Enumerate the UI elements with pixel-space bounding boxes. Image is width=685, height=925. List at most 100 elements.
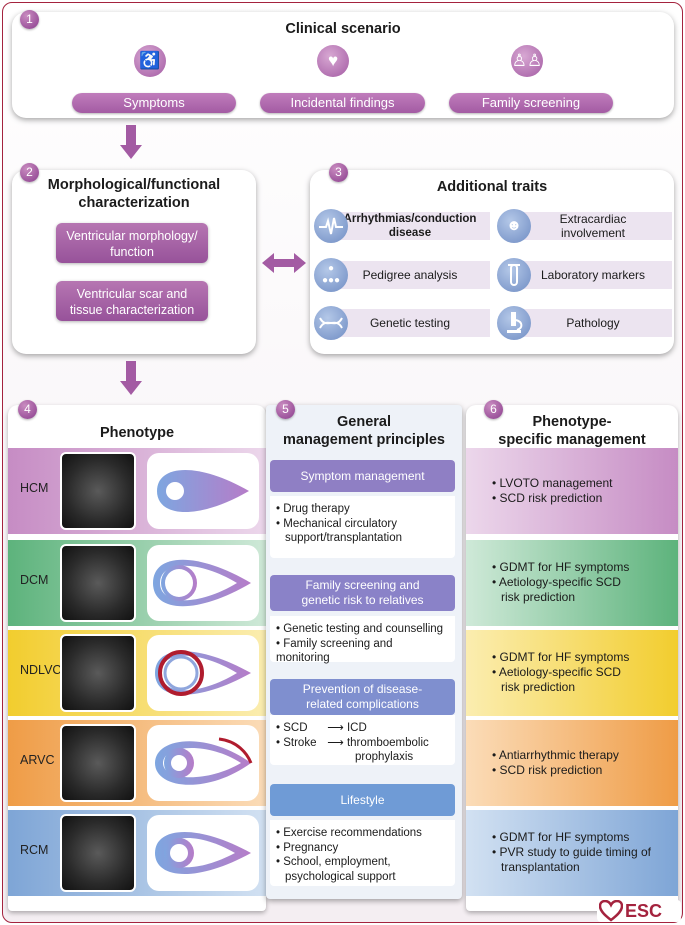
heart-diagram-rcm xyxy=(147,815,259,891)
right-arrow-icon: ⟶ xyxy=(327,736,344,749)
bullet-drug-therapy: • Drug therapy xyxy=(276,503,350,515)
mri-image-hcm xyxy=(60,452,136,530)
trait-extracardiac-line2: involvement xyxy=(560,226,626,240)
trait-genetic: Genetic testing xyxy=(330,309,490,337)
trait-arrhythmias-line2: disease xyxy=(388,227,432,239)
phenotype-label-hcm: HCM xyxy=(20,481,49,495)
family-icon: ♙♙ xyxy=(511,45,543,77)
ventricular-scar-box: Ventricular scar and tissue characteriza… xyxy=(56,281,208,321)
ecg-icon xyxy=(314,209,348,243)
bullet-psychological: psychological support xyxy=(285,870,396,883)
phenotype-title: Phenotype xyxy=(99,425,175,441)
trait-arrhythmias-line1: Arrhythmias/conduction xyxy=(343,213,477,225)
specific-ndlvc-item-3: risk prediction xyxy=(501,680,576,694)
phenotype-row-arvc: ARVC xyxy=(8,720,266,806)
right-arrow-icon: ⟶ xyxy=(327,722,344,734)
bullet-family-screening: • Family screening and monitoring xyxy=(276,637,393,665)
specific-row-rcm: • GDMT for HF symptoms • PVR study to gu… xyxy=(466,810,678,896)
trait-pedigree-label: Pedigree analysis xyxy=(362,268,458,282)
ventricular-scar-line2: tissue characterization xyxy=(69,303,195,317)
clinical-scenario-title: Clinical scenario xyxy=(285,21,401,37)
specific-hcm-item-2: • SCD risk prediction xyxy=(492,491,603,505)
symptom-management-header: Symptom management xyxy=(270,460,455,492)
arrow-down-1-shaft xyxy=(126,125,136,145)
panel-number-5: 5 xyxy=(276,400,295,419)
trait-laboratory: Laboratory markers xyxy=(514,261,672,289)
phenotype-specific-title-line1: Phenotype- xyxy=(532,414,612,430)
bullet-school: • School, employment, xyxy=(276,856,391,868)
trait-pathology: Pathology xyxy=(514,309,672,337)
trait-extracardiac: Extracardiac involvement xyxy=(514,212,672,240)
specific-rcm-list: • GDMT for HF symptoms • PVR study to gu… xyxy=(492,830,651,875)
phenotype-label-rcm: RCM xyxy=(20,843,49,857)
panel-number-4: 4 xyxy=(18,400,37,419)
double-arrow xyxy=(262,253,306,273)
mri-image-dcm xyxy=(60,544,136,622)
phenotype-label-ndlvc: NDLVC xyxy=(20,663,62,677)
prevention-row-stroke: • Stroke⟶ thromboembolic xyxy=(276,736,429,749)
morphological-title-line2: characterization xyxy=(78,195,190,211)
family-screening-body: • Genetic testing and counselling • Fami… xyxy=(270,616,455,664)
specific-hcm-item-1: • LVOTO management xyxy=(492,476,613,490)
incidental-findings-pill: Incidental findings xyxy=(260,93,425,113)
phenotype-row-dcm: DCM xyxy=(8,540,266,626)
specific-dcm-list: • GDMT for HF symptoms • Aetiology-speci… xyxy=(492,560,629,605)
family-screening-pill: Family screening xyxy=(449,93,613,113)
specific-row-ndlvc: • GDMT for HF symptoms • Aetiology-speci… xyxy=(466,630,678,716)
panel-number-1: 1 xyxy=(20,10,39,29)
trait-laboratory-label: Laboratory markers xyxy=(540,268,646,282)
prevention-title-line1: Prevention of disease- xyxy=(302,682,423,696)
mri-image-ndlvc xyxy=(60,634,136,712)
phenotype-row-ndlvc: NDLVC xyxy=(8,630,266,716)
heart-diagram-arvc xyxy=(147,725,259,801)
prevention-body: • SCD⟶ ICD • Stroke⟶ thromboembolic prop… xyxy=(270,715,455,765)
symptoms-pill: Symptoms xyxy=(72,93,236,113)
general-management-title-line1: General xyxy=(337,414,391,430)
additional-traits-title: Additional traits xyxy=(436,179,548,195)
trait-arrhythmias: Arrhythmias/conduction disease xyxy=(330,212,490,240)
family-screening-header: Family screening and genetic risk to rel… xyxy=(270,575,455,611)
panel-number-3: 3 xyxy=(329,163,348,182)
phenotype-specific-title-line2: specific management xyxy=(498,432,646,448)
bullet-support-transplantation: support/transplantation xyxy=(285,532,402,544)
bullet-mechanical-circulatory: • Mechanical circulatory xyxy=(276,517,397,530)
trait-pedigree: Pedigree analysis xyxy=(330,261,490,289)
ventricular-scar-line1: Ventricular scar and xyxy=(76,287,188,301)
phenotype-label-dcm: DCM xyxy=(20,573,49,587)
specific-row-hcm: • LVOTO management • SCD risk prediction xyxy=(466,448,678,534)
esc-logo: ESC xyxy=(597,900,681,922)
specific-rcm-item-3: transplantation xyxy=(501,860,580,874)
test-tube-icon xyxy=(497,258,531,292)
lifestyle-header: Lifestyle xyxy=(270,784,455,816)
mri-image-rcm xyxy=(60,814,136,892)
heart-diagram-hcm xyxy=(147,453,259,529)
ventricular-morphology-box: Ventricular morphology/ function xyxy=(56,223,208,263)
heart-diagram-ndlvc xyxy=(147,635,259,711)
specific-dcm-item-2: • Aetiology-specific SCD xyxy=(492,575,621,589)
panel-number-6: 6 xyxy=(484,400,503,419)
symptom-management-body: • Drug therapy • Mechanical circulatory … xyxy=(270,496,455,558)
ventricular-morphology-line2: function xyxy=(110,245,154,259)
phenotype-label-arvc: ARVC xyxy=(20,753,55,767)
trait-pathology-label: Pathology xyxy=(566,316,620,330)
bullet-pregnancy: • Pregnancy xyxy=(276,841,339,854)
general-management-title-line2: management principles xyxy=(283,432,445,448)
arrow-down-2-shaft xyxy=(126,361,136,381)
specific-hcm-list: • LVOTO management • SCD risk prediction xyxy=(492,476,613,506)
morphological-title-line1: Morphological/functional xyxy=(47,177,221,193)
specific-dcm-item-1: • GDMT for HF symptoms xyxy=(492,560,630,574)
heart-diagram-dcm xyxy=(147,545,259,621)
prevention-row-prophylaxis: prophylaxis xyxy=(355,751,414,763)
family-screening-title-line1: Family screening and xyxy=(305,578,420,592)
microscope-icon xyxy=(497,306,531,340)
specific-arvc-item-1: • Antiarrhythmic therapy xyxy=(492,748,619,762)
pedigree-icon: ●●●● xyxy=(314,258,348,292)
specific-row-arvc: • Antiarrhythmic therapy • SCD risk pred… xyxy=(466,720,678,806)
specific-rcm-item-2: • PVR study to guide timing of xyxy=(492,845,651,859)
family-screening-title-line2: genetic risk to relatives xyxy=(301,593,424,607)
dna-icon xyxy=(314,306,348,340)
prevention-header: Prevention of disease- related complicat… xyxy=(270,679,455,715)
person-organ-icon: ☻ xyxy=(497,209,531,243)
specific-ndlvc-item-1: • GDMT for HF symptoms xyxy=(492,650,630,664)
arrow-down-1 xyxy=(120,145,142,159)
